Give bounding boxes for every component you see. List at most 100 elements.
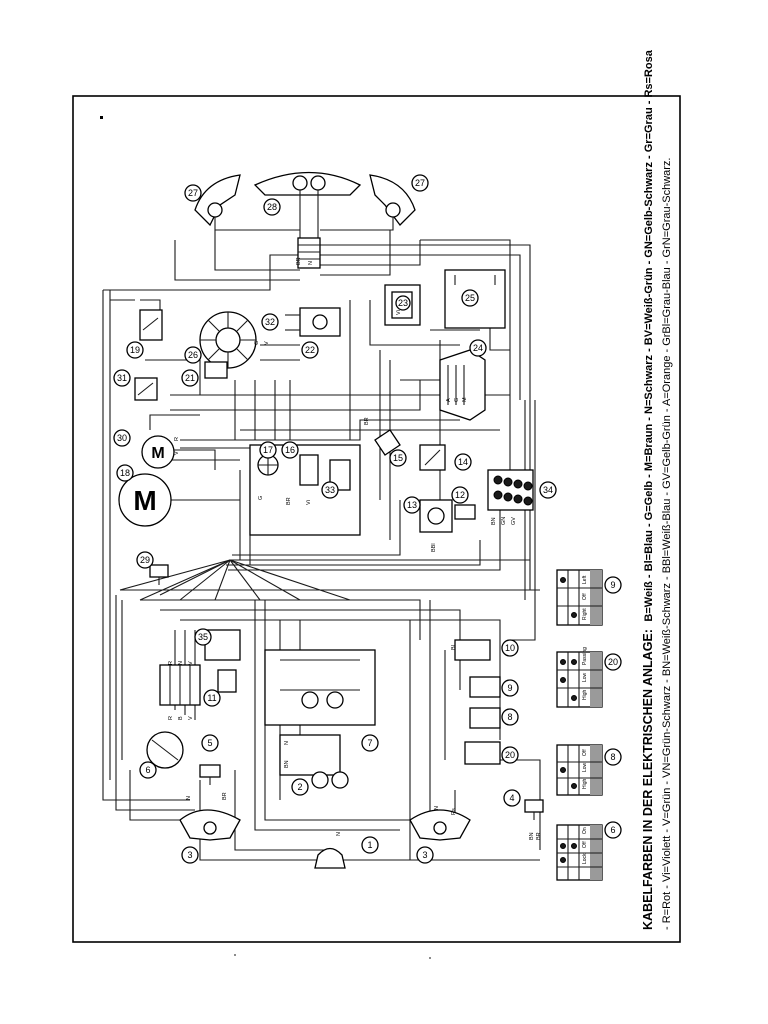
svg-text:31: 31 [117,373,127,383]
svg-text:Bl: Bl [451,645,457,650]
svg-text:32: 32 [265,317,275,327]
svg-text:14: 14 [458,457,468,467]
svg-text:M: M [462,397,468,402]
svg-text:17: 17 [263,445,273,455]
component-19: 19 [126,309,163,359]
component-6-ignition: 6 [139,731,184,779]
svg-text:G: G [254,341,260,345]
callout-32: 32 [261,313,279,331]
svg-text:N: N [284,741,290,745]
svg-text:35: 35 [198,632,208,642]
svg-text:7: 7 [367,738,372,748]
component-14: 14 [419,444,472,471]
component-21: 21 [181,361,228,387]
component-2-lamps: 2 [279,734,349,796]
svg-text:BBl: BBl [431,543,437,552]
connector-block-top [297,237,321,269]
switch-table-9: Left Off Right 9 [556,569,622,626]
svg-text:13: 13 [407,500,417,510]
component-12: 12 [451,486,476,520]
wire-color-labels: G V R V BR N G BR Vi BR BBl Bl R N V R B… [168,257,542,840]
component-3-left: 3 [179,809,241,864]
svg-text:N: N [336,832,342,836]
registration-mark [100,116,103,119]
svg-text:BR: BR [286,497,292,505]
svg-text:3: 3 [422,850,427,860]
component-22-ignition-coil: 22 [285,307,341,359]
svg-text:9: 9 [610,580,615,590]
svg-text:6: 6 [145,765,150,775]
svg-text:V: V [188,716,194,720]
component-15: 15 [374,429,407,467]
svg-text:20: 20 [505,750,515,760]
svg-text:V: V [264,341,270,345]
svg-text:Passing: Passing [582,647,588,665]
svg-text:BN: BN [529,832,535,840]
component-29: 29 [136,551,169,585]
svg-text:Vi: Vi [396,310,402,315]
svg-text:N: N [178,661,184,665]
svg-text:BR: BR [222,792,228,800]
component-9: 9 [469,676,519,698]
svg-text:R: R [168,661,174,665]
svg-text:M: M [151,445,164,462]
component-20: 20 [464,741,519,765]
svg-text:Right: Right [582,608,588,620]
component-31: 31 [113,369,158,401]
svg-text:26: 26 [188,350,198,360]
svg-text:18: 18 [120,468,130,478]
wire-color-legend: KABELFARBEN IN DER ELEKTRISCHEN ANLAGE: … [641,49,673,930]
svg-text:30: 30 [117,433,127,443]
svg-text:Vi: Vi [306,500,312,505]
svg-text:25: 25 [465,293,475,303]
svg-text:8: 8 [507,712,512,722]
component-4: 4 [503,789,544,820]
svg-text:BR: BR [536,832,542,840]
component-30-motor: M 30 [113,429,175,469]
component-34-fuse-box: 34 [487,469,557,511]
component-5: 5 [199,734,221,785]
svg-text:23: 23 [398,298,408,308]
svg-text:High: High [582,689,588,700]
svg-text:28: 28 [267,202,277,212]
svg-text:33: 33 [325,485,335,495]
svg-text:On: On [582,827,588,834]
svg-text:A: A [446,398,452,402]
component-11: 11 [203,669,237,707]
svg-text:27: 27 [415,178,425,188]
svg-text:M: M [133,485,156,516]
diagram-border [72,95,681,943]
component-25-battery: 25 [444,269,506,329]
svg-text:11: 11 [207,693,216,703]
svg-text:BN: BN [284,760,290,768]
component-26-distributor: 26 [184,311,257,369]
svg-text:21: 21 [185,373,195,383]
svg-text:Off: Off [582,593,588,600]
svg-text:R: R [174,437,180,441]
component-1: 1 [314,836,379,869]
component-18-motor: M 18 [116,464,172,527]
svg-text:Off: Off [582,749,588,756]
switch-table-8: Off Low High 8 [556,744,622,796]
svg-text:N: N [186,796,192,800]
callout-27-left: 27 [184,184,202,202]
svg-text:Left: Left [582,575,588,584]
svg-text:12: 12 [455,490,465,500]
svg-text:G: G [454,398,460,402]
svg-text:V: V [188,661,194,665]
svg-text:1: 1 [367,840,372,850]
svg-text:Rs: Rs [451,808,457,815]
svg-text:15: 15 [393,453,403,463]
stray-marks [234,954,431,959]
legend-line-2: - R=Rot - Vi=Violett - V=Grün - VN=Grün-… [661,158,673,931]
svg-text:24: 24 [473,343,483,353]
svg-text:22: 22 [305,345,315,355]
switch-table-20: Passing Low High 20 [556,647,622,708]
callout-27-right: 27 [411,174,429,192]
headlamp-cluster [194,171,416,241]
svg-text:8: 8 [610,752,615,762]
connector-grid-left [159,664,201,706]
svg-text:20: 20 [608,657,618,667]
svg-text:4: 4 [509,793,514,803]
